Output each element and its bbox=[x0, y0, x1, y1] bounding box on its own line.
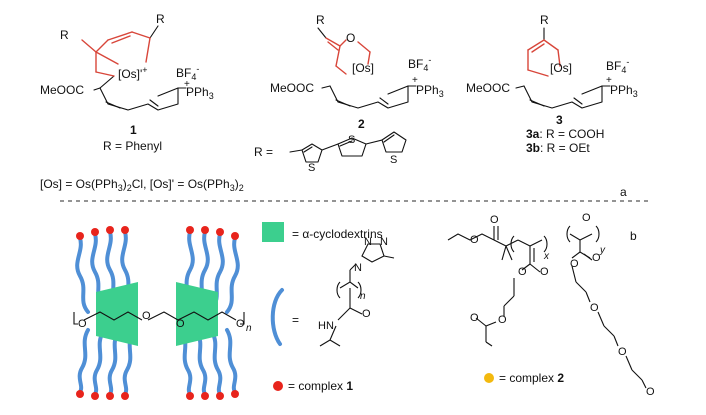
polymer-chain-legend-label: = bbox=[292, 313, 300, 327]
poegma-o-3: O bbox=[498, 314, 507, 326]
compound-3-counterion: BF4- bbox=[606, 57, 630, 75]
compound-2-red-bonds bbox=[325, 37, 371, 75]
compound-2-pph-plus: + bbox=[412, 75, 418, 86]
panel-label-b: b bbox=[630, 229, 637, 243]
compound-2-pph: PPh3 bbox=[416, 83, 444, 100]
compound-2-metal: [Os] bbox=[352, 61, 375, 75]
compound-2-ester: MeOOC bbox=[270, 81, 315, 95]
poegma-structure bbox=[447, 225, 647, 389]
compound-1-pph: PPh3 bbox=[186, 85, 214, 102]
peg-oxygen-1: O bbox=[78, 318, 87, 330]
pnipam-carbonyl-o: O bbox=[362, 308, 371, 320]
terthiophene-structure bbox=[289, 131, 407, 163]
compound-1-counterion: BF4- bbox=[176, 64, 200, 82]
cyclodextrin-legend-swatch bbox=[262, 222, 284, 242]
poegma-o-2: O bbox=[540, 266, 549, 278]
peg-oxygen-4: O bbox=[236, 318, 245, 330]
compound-3-red-bonds bbox=[527, 39, 561, 77]
compound-2-r: R bbox=[316, 13, 325, 27]
pnipam-structure bbox=[319, 243, 395, 347]
compound-2-counterion: BF4- bbox=[408, 55, 432, 73]
complex-2-legend-dot bbox=[484, 373, 494, 383]
peg-backbone bbox=[73, 311, 245, 325]
compound-3-pph: PPh3 bbox=[610, 83, 638, 100]
complex-1-dots bbox=[76, 226, 239, 400]
compound-3-pph-plus: + bbox=[606, 75, 612, 86]
poegma-o-4: O bbox=[470, 312, 479, 324]
compound-2-number: 2 bbox=[358, 117, 365, 131]
poegma-o-6: O bbox=[592, 252, 601, 264]
compound-3-number: 3 bbox=[556, 113, 563, 127]
compound-2-oxygen: O bbox=[346, 31, 356, 45]
compound-3b-caption: 3b: R = OEt bbox=[526, 141, 590, 155]
compound-2-structure bbox=[317, 27, 417, 109]
poegma-x-subscript: x bbox=[544, 251, 549, 262]
poegma-ester-o-top: O bbox=[490, 214, 499, 226]
compound-1-red-bonds bbox=[81, 31, 151, 77]
poegma-o-9: O bbox=[618, 346, 627, 358]
triazole-n3: N bbox=[380, 236, 388, 248]
complex-1-legend-dot bbox=[273, 381, 283, 391]
pnipam-n-subscript: n bbox=[360, 291, 366, 302]
complex-2-legend-label: = complex 2 bbox=[499, 371, 565, 385]
complex-1-legend-label: = complex 1 bbox=[288, 379, 354, 393]
compound-1-r-left: R bbox=[60, 28, 69, 42]
compound-1-caption: R = Phenyl bbox=[103, 139, 163, 153]
compound-1-number: 1 bbox=[130, 123, 137, 137]
compound-1-pph-plus: + bbox=[184, 79, 190, 90]
peg-n-subscript: n bbox=[246, 323, 252, 334]
thiophene-sulfur-1: S bbox=[308, 162, 316, 174]
compound-1-r-right: R bbox=[156, 12, 165, 26]
compound-1-metal: [Os]'+ bbox=[118, 65, 148, 81]
poegma-ester-o-left: O bbox=[470, 234, 479, 246]
osmium-definition: [Os] = Os(PPh3)2Cl, [Os]' = Os(PPh3)2 bbox=[40, 177, 244, 194]
poegma-y-subscript: y bbox=[600, 245, 605, 256]
compound-3a-caption: 3a: R = COOH bbox=[526, 127, 605, 141]
pnipam-hn: HN bbox=[318, 320, 334, 332]
cyclodextrin-legend-label: = α-cyclodextrins bbox=[292, 227, 383, 241]
polyrotaxane-assembly bbox=[73, 226, 245, 400]
poegma-o-1: O bbox=[518, 266, 527, 278]
r-definition-label: R = bbox=[254, 145, 274, 159]
compound-3-ester: MeOOC bbox=[466, 81, 511, 95]
polymer-chains-left bbox=[75, 230, 240, 396]
poegma-o-8: O bbox=[590, 302, 599, 314]
compound-3-r: R bbox=[540, 13, 549, 27]
compound-3-structure bbox=[515, 27, 611, 109]
triazole-n2: N bbox=[364, 236, 372, 248]
compound-1-structure bbox=[93, 25, 187, 111]
peg-oxygen-2: O bbox=[142, 310, 151, 322]
poegma-o-10: O bbox=[646, 386, 655, 398]
triazole-n1: N bbox=[354, 262, 362, 274]
polymer-chain-legend-symbol bbox=[270, 288, 284, 346]
poegma-o-5: O bbox=[582, 212, 591, 224]
compound-3-metal: [Os] bbox=[550, 61, 573, 75]
compound-1-ester: MeOOC bbox=[40, 83, 85, 97]
poegma-o-7: O bbox=[570, 258, 579, 270]
thiophene-sulfur-2: S bbox=[348, 134, 356, 146]
cyclodextrin-rings bbox=[96, 282, 218, 346]
thiophene-sulfur-3: S bbox=[390, 154, 398, 166]
peg-oxygen-3: O bbox=[176, 318, 185, 330]
panel-label-a: a bbox=[620, 185, 627, 199]
